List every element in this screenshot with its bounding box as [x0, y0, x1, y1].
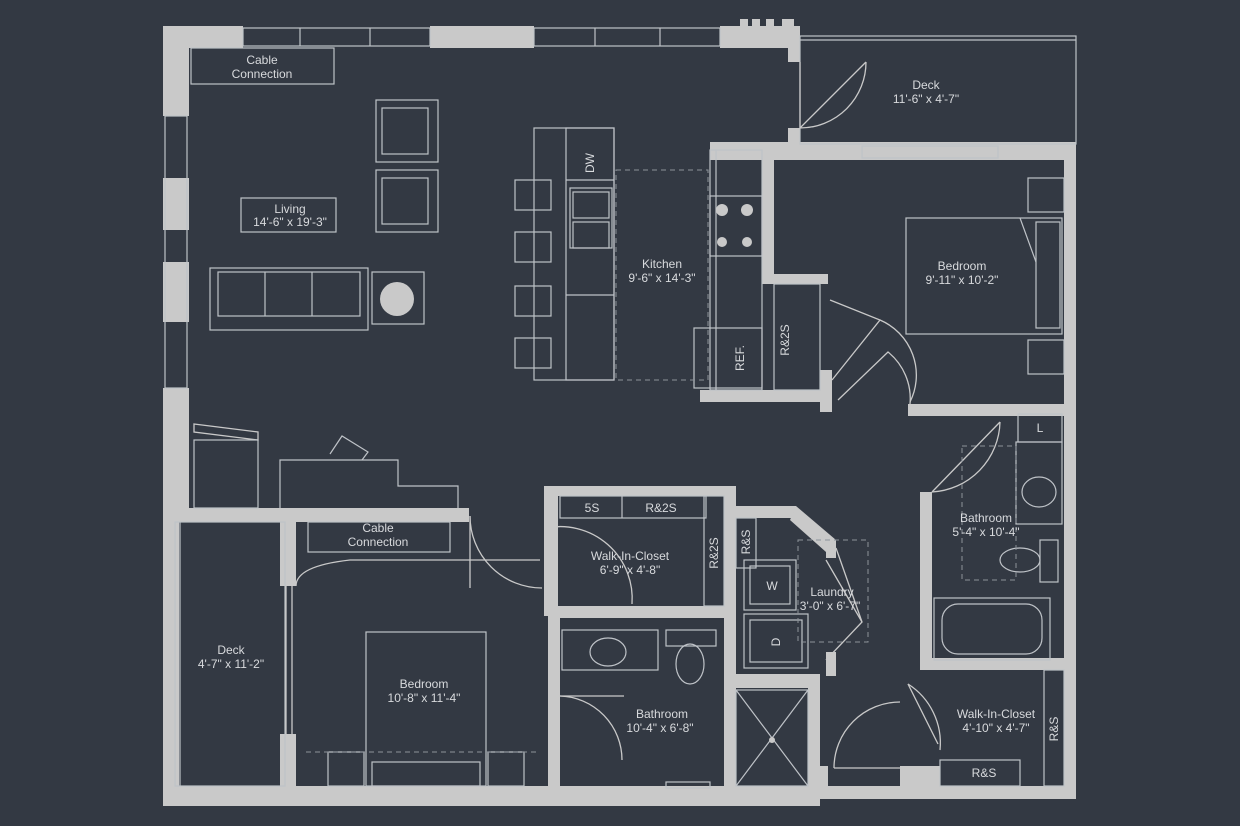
wic1-size: 6'-9" x 4'-8": [600, 563, 660, 577]
living-name: Living: [274, 202, 305, 216]
closet-r2s-side-tag: R&2S: [707, 537, 721, 568]
cable-connection-2-line2: Connection: [348, 535, 409, 549]
living-furniture: [190, 47, 459, 509]
cable-connection-1-line1: Cable: [246, 53, 278, 67]
bedroom2-name: Bedroom: [400, 677, 449, 691]
deck1-name: Deck: [912, 78, 940, 92]
exterior-walls: [163, 26, 1076, 806]
bath1-name: Bathroom: [960, 511, 1012, 525]
bath1-size: 5'-4" x 10'-4": [952, 525, 1019, 539]
bath2-size: 10'-4" x 6'-8": [626, 721, 693, 735]
bar-stools: [514, 179, 552, 369]
linen-tag: L: [1037, 421, 1044, 435]
cable-connection-2-line1: Cable: [362, 521, 394, 535]
wic2-size: 4'-10" x 4'-7": [962, 721, 1029, 735]
closet-5s-tag: 5S: [585, 501, 600, 515]
kitchen-name: Kitchen: [642, 257, 682, 271]
kitchen-size: 9'-6" x 14'-3": [628, 271, 695, 285]
deck2-name: Deck: [217, 643, 245, 657]
wic2-name: Walk-In-Closet: [957, 707, 1036, 721]
closet-r2s-top-tag: R&2S: [645, 501, 676, 515]
fixture-tags: DW REF. R&2S L 5S R&2S R&2S R&S W D R&S …: [583, 152, 1061, 780]
dishwasher-tag: DW: [583, 152, 597, 173]
laundry-name: Laundry: [810, 585, 853, 599]
kitchen-fixtures: [514, 127, 821, 391]
cable-connection-1-line2: Connection: [232, 67, 293, 81]
wic2-rs-side-tag: R&S: [1047, 717, 1061, 742]
deck2-size: 4'-7" x 11'-2": [198, 657, 264, 671]
interior-walls: [544, 150, 1076, 806]
bath2-name: Bathroom: [636, 707, 688, 721]
room-labels: Cable Connection Living 14'-6" x 19'-3" …: [198, 53, 1036, 735]
laundry-rs-tag: R&S: [739, 530, 753, 555]
bedroom-furniture: [306, 177, 1065, 787]
washer-tag: W: [766, 579, 778, 593]
doors: [193, 61, 1001, 769]
pantry-r2s-tag: R&2S: [778, 324, 792, 355]
bath-laundry-fixtures: [561, 413, 1063, 789]
wic2-rs-bottom-tag: R&S: [972, 766, 997, 780]
wic1-name: Walk-In-Closet: [591, 549, 670, 563]
windows: [164, 19, 999, 389]
laundry-size: 3'-0" x 6'-7": [800, 599, 860, 613]
bedroom1-size: 9'-11" x 10'-2": [926, 273, 999, 287]
closet-fixtures: [559, 495, 1065, 787]
dryer-tag: D: [769, 637, 783, 646]
refrigerator-tag: REF.: [733, 345, 747, 371]
bedroom1-name: Bedroom: [938, 259, 987, 273]
bedroom2-size: 10'-8" x 11'-4": [388, 691, 461, 705]
deck1-size: 11'-6" x 4'-7": [893, 92, 959, 106]
living-size: 14'-6" x 19'-3": [253, 215, 327, 229]
